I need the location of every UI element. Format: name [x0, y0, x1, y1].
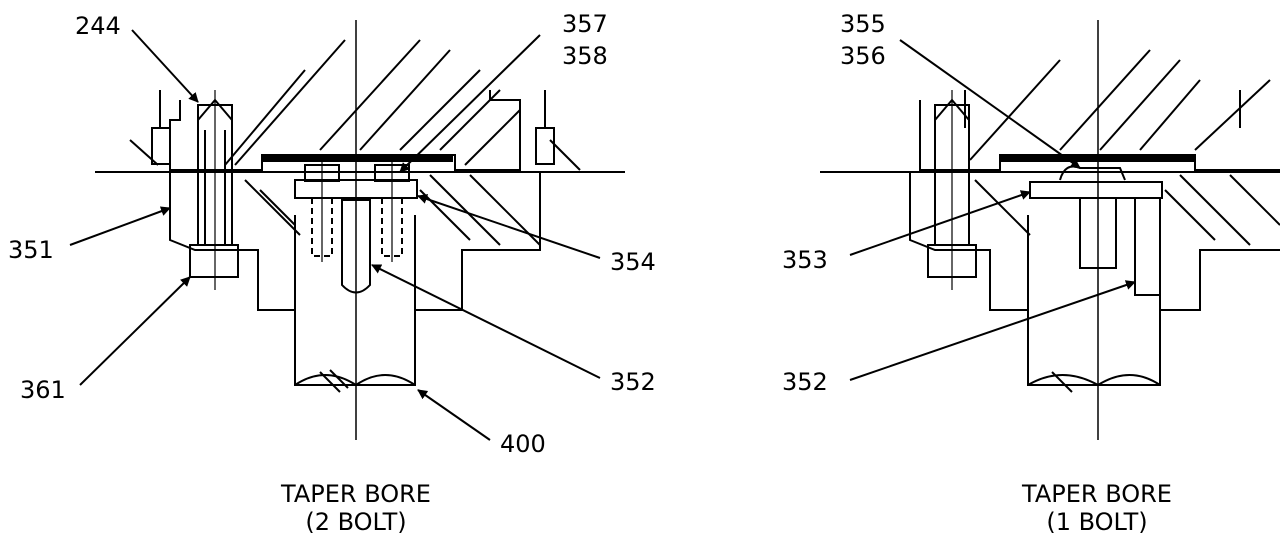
right-washer [1030, 182, 1162, 198]
leader-353 [850, 190, 1031, 255]
left-hub-hatch [430, 175, 500, 245]
left-shaft-break [320, 372, 340, 392]
left-shaft [295, 215, 415, 385]
left-shaft-break [330, 370, 348, 388]
right-caption-line2: (1 BOLT) [1046, 508, 1148, 536]
leader-352-right [850, 280, 1136, 380]
left-housing-hatch [400, 70, 480, 150]
callout-358: 358 [562, 42, 608, 70]
callout-244: 244 [75, 12, 121, 40]
leader-400 [417, 390, 490, 440]
left-end-plate [262, 155, 452, 161]
leader-351 [70, 206, 171, 245]
right-end-plate [1000, 155, 1193, 161]
right-lock-tab [1060, 167, 1125, 181]
right-housing-hatch [1140, 80, 1200, 150]
left-housing-hatch [225, 70, 305, 165]
left-shaft-end [295, 375, 415, 385]
leader-244 [132, 30, 198, 103]
right-hub-hatch [975, 180, 1030, 235]
leader-357 [399, 35, 540, 172]
leader-361 [80, 277, 191, 385]
left-hub-hatch [420, 190, 470, 240]
callout-357: 357 [562, 10, 608, 38]
left-hub-hatch [260, 190, 295, 225]
right-housing-hatch [1060, 50, 1150, 150]
left-view-caption: TAPER BORE (2 BOLT) [236, 480, 476, 536]
callout-354: 354 [610, 248, 656, 276]
callout-355: 355 [840, 10, 886, 38]
callout-351: 351 [8, 236, 54, 264]
right-caption-line1: TAPER BORE [1022, 480, 1172, 508]
callout-353: 353 [782, 246, 828, 274]
left-hub-hatch [245, 180, 300, 235]
right-hub-hatch [1165, 190, 1215, 240]
left-view-2-bolt [70, 20, 625, 440]
right-shaft-break [1052, 372, 1072, 392]
leader-354 [417, 194, 600, 258]
right-bolt-shank [1080, 198, 1116, 268]
left-housing-hatch [360, 50, 450, 150]
right-nut [928, 245, 976, 277]
right-shaft [1028, 215, 1160, 385]
right-view-caption: TAPER BORE (1 BOLT) [977, 480, 1217, 536]
left-seal-hatch [550, 140, 580, 170]
right-shaft-end [1028, 375, 1160, 385]
callout-352-right: 352 [782, 368, 828, 396]
left-washer [295, 180, 417, 198]
right-housing-hatch [970, 60, 1060, 160]
leader-355 [900, 40, 1081, 168]
left-caption-line1: TAPER BORE [281, 480, 431, 508]
left-caption-line2: (2 BOLT) [305, 508, 407, 536]
left-seal-right [536, 128, 554, 164]
right-housing-hatch [1100, 60, 1180, 150]
callout-400: 400 [500, 430, 546, 458]
right-hub-outline [910, 172, 1280, 385]
left-housing-hatch [320, 40, 420, 150]
leader-352-left [371, 265, 600, 378]
right-housing-hatch [1195, 80, 1270, 150]
callout-352-left: 352 [610, 368, 656, 396]
right-key [1135, 198, 1160, 295]
left-seal-hatch [130, 140, 158, 165]
right-hub-hatch [1230, 175, 1280, 225]
left-seal-left [152, 128, 170, 164]
left-housing-hatch [235, 40, 345, 165]
left-housing-hatch [465, 110, 520, 165]
left-key [342, 200, 370, 293]
callout-361: 361 [20, 376, 66, 404]
callout-356: 356 [840, 42, 886, 70]
right-hub-hatch [1180, 175, 1250, 245]
left-nut [190, 245, 238, 277]
left-housing-hatch [440, 90, 500, 150]
right-view-1-bolt [820, 20, 1280, 440]
